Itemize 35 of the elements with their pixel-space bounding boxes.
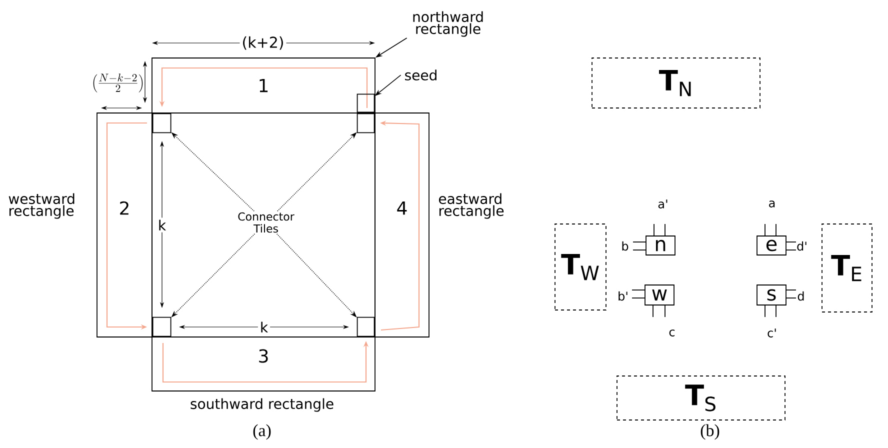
- northward-rectangle: 1: [152, 58, 376, 114]
- connector-tile: [356, 316, 375, 337]
- tile-set-box: T$_{N}$: [592, 58, 760, 108]
- tile-box: w: [644, 284, 674, 306]
- pin-label: a: [769, 200, 775, 208]
- callout-text: northward rectangle: [413, 11, 483, 37]
- connector-tiles-text: Connector Tiles: [238, 212, 294, 233]
- region-label: westward rectangle: [8, 193, 74, 219]
- eastward-rectangle: 4: [374, 112, 430, 338]
- westward-rectangle: 2: [96, 112, 152, 338]
- tile-set-box: T$_{S}$: [616, 376, 786, 420]
- seed-tile: [356, 94, 375, 113]
- pin-label: c': [768, 328, 776, 338]
- tile-set-box: T$_{W}$: [554, 224, 606, 310]
- tile-box: e: [756, 236, 786, 256]
- pin-label: b': [618, 291, 628, 301]
- central-square: [152, 112, 376, 338]
- dimension-label: k: [156, 218, 168, 232]
- pin-label: d': [797, 241, 806, 251]
- connector-tile: [152, 113, 172, 134]
- southward-rectangle: 3: [152, 336, 376, 392]
- connector-tile: [152, 316, 172, 337]
- tile-set-box: T$_{E}$: [822, 224, 872, 312]
- dimension-label: (k+2): [240, 34, 286, 52]
- pin-label: b: [622, 241, 628, 251]
- tile-box: n: [646, 236, 676, 256]
- dimension-label: $\left(\frac{N-k-2}{2}\right)$: [93, 74, 143, 92]
- pin-label: a': [658, 200, 668, 208]
- pin-label: c: [669, 330, 675, 336]
- dimension-label: k: [258, 320, 270, 334]
- panel-caption: (a): [253, 424, 271, 440]
- pin-label: d: [798, 291, 804, 301]
- callout-text: seed: [405, 70, 436, 80]
- tile-box: s: [756, 284, 786, 306]
- connector-tile: [356, 113, 375, 134]
